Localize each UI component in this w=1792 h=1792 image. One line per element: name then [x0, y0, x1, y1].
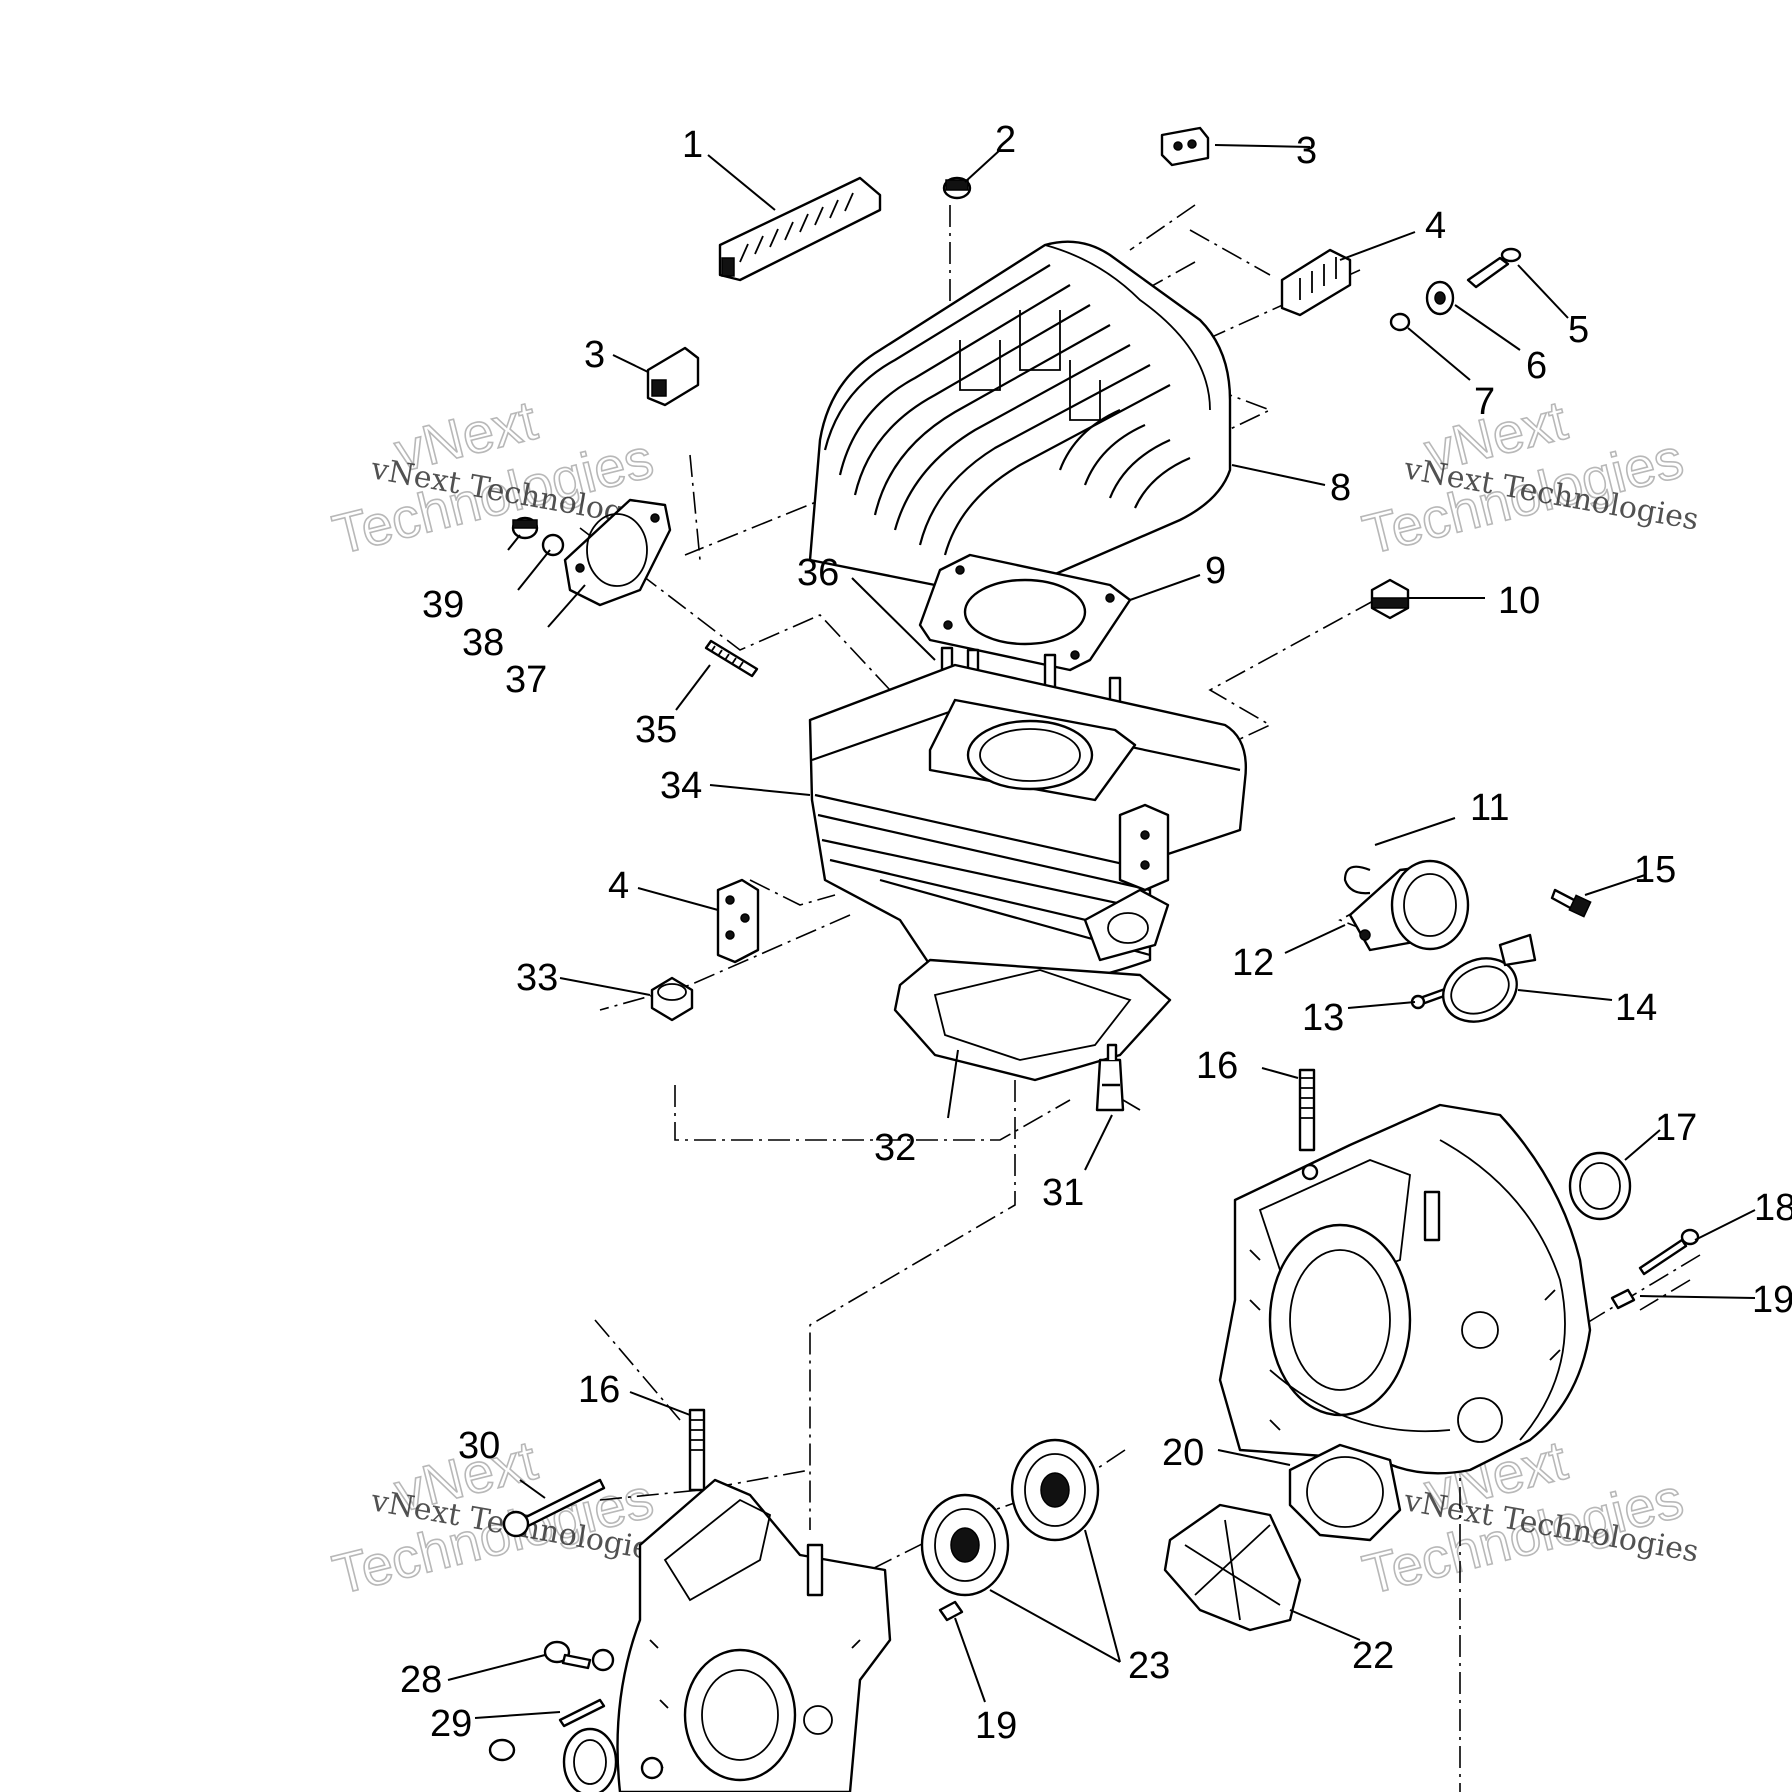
callout-16-left: 16: [578, 1369, 620, 1411]
callout-5: 5: [1568, 309, 1589, 351]
part-8-cylinder-head: [808, 240, 1232, 593]
callout-labels: 1 2 3 3 4 4 5 6 7 8 9 10 11 12 13 14 15 …: [400, 119, 1792, 1747]
part-11-snap-ring: [1343, 865, 1371, 895]
callout-7: 7: [1474, 381, 1495, 423]
part-39-nut: [511, 516, 539, 540]
part-17-seal: [1568, 1151, 1632, 1221]
part-34-cylinder: [808, 663, 1247, 987]
callout-14: 14: [1615, 987, 1657, 1029]
part-38-washer: [541, 533, 565, 557]
part-9-head-gasket: [918, 553, 1132, 672]
part-3-damper-block-top: [1160, 126, 1210, 167]
part-28-bolt: [543, 1640, 615, 1672]
part-31-plug-fitting: [1095, 1043, 1141, 1112]
part-15-bolt: [1550, 888, 1592, 918]
part-3-damper-block-left: [646, 346, 700, 407]
part-4-fin-damper-top: [1280, 248, 1352, 317]
callout-4-top: 4: [1425, 205, 1446, 247]
callout-37: 37: [505, 659, 547, 701]
part-33-nut: [650, 976, 694, 1022]
leader-lines: [447, 144, 1756, 1719]
callout-18: 18: [1754, 1187, 1792, 1229]
callout-17: 17: [1655, 1107, 1697, 1149]
callout-30: 30: [458, 1425, 500, 1467]
part-4-fin-damper-left: [716, 878, 760, 964]
part-2-nut: [942, 176, 972, 200]
part-14-clamp: [1442, 933, 1537, 1023]
part-23-bearing-left: [920, 1493, 1010, 1597]
callout-36: 36: [797, 552, 839, 594]
part-16-stud-right: [1298, 1068, 1316, 1152]
callout-38: 38: [462, 622, 504, 664]
callout-19-left: 19: [975, 1705, 1017, 1747]
callout-33: 33: [516, 957, 558, 999]
part-35-stud: [704, 639, 759, 678]
watermark-top-right: vNext Technologies: [1356, 387, 1690, 567]
part-16-stud-left: [688, 1408, 706, 1492]
part-7-nut: [1389, 312, 1411, 332]
part-1-cover-strip: [718, 176, 882, 282]
callout-32: 32: [874, 1127, 916, 1169]
callout-3-top: 3: [1296, 130, 1317, 172]
callout-23: 23: [1128, 1645, 1170, 1687]
part-5-bolt: [1466, 247, 1522, 289]
part-18-bolt: [1638, 1228, 1700, 1276]
callout-1: 1: [682, 124, 703, 166]
part-37-exhaust-flange: [563, 498, 672, 607]
callout-28: 28: [400, 1659, 442, 1701]
part-32-base-gasket: [893, 958, 1172, 1082]
callout-11: 11: [1470, 787, 1509, 829]
part-10-nut: [1370, 578, 1410, 620]
callout-15: 15: [1634, 849, 1676, 891]
callout-20: 20: [1162, 1432, 1204, 1474]
callout-4-left: 4: [608, 865, 629, 907]
part-6-washer: [1425, 280, 1455, 316]
callout-22: 22: [1352, 1635, 1394, 1677]
part-bolt-bottom-left: [488, 1738, 664, 1780]
callout-34: 34: [660, 765, 702, 807]
callout-8: 8: [1330, 467, 1351, 509]
callout-19-right: 19: [1752, 1279, 1792, 1321]
part-23-bearing-right: [1010, 1438, 1100, 1542]
callout-10: 10: [1498, 580, 1540, 622]
callout-31: 31: [1042, 1172, 1084, 1214]
part-20-gasket: [1288, 1443, 1402, 1542]
part-12-intake-flange: [1348, 859, 1470, 952]
callout-29: 29: [430, 1703, 472, 1745]
part-29-stud: [558, 1698, 606, 1728]
callout-12: 12: [1232, 942, 1274, 984]
part-22-cover: [1163, 1503, 1302, 1632]
callout-39: 39: [422, 584, 464, 626]
callout-3-left: 3: [584, 334, 605, 376]
part-19-dowel-pin-left: [938, 1600, 964, 1622]
callout-9: 9: [1205, 550, 1226, 592]
part-30-bolt: [502, 1478, 606, 1538]
callout-13: 13: [1302, 997, 1344, 1039]
crankcase-left-half: [616, 1478, 892, 1792]
callout-6: 6: [1526, 345, 1547, 387]
callout-2: 2: [995, 119, 1016, 161]
callout-16-right: 16: [1196, 1045, 1238, 1087]
part-19-dowel-pin-right: [1610, 1288, 1636, 1310]
callout-35: 35: [635, 709, 677, 751]
part-seal-bottom-left: [562, 1727, 618, 1792]
crankcase-right-half: [1218, 1103, 1592, 1475]
